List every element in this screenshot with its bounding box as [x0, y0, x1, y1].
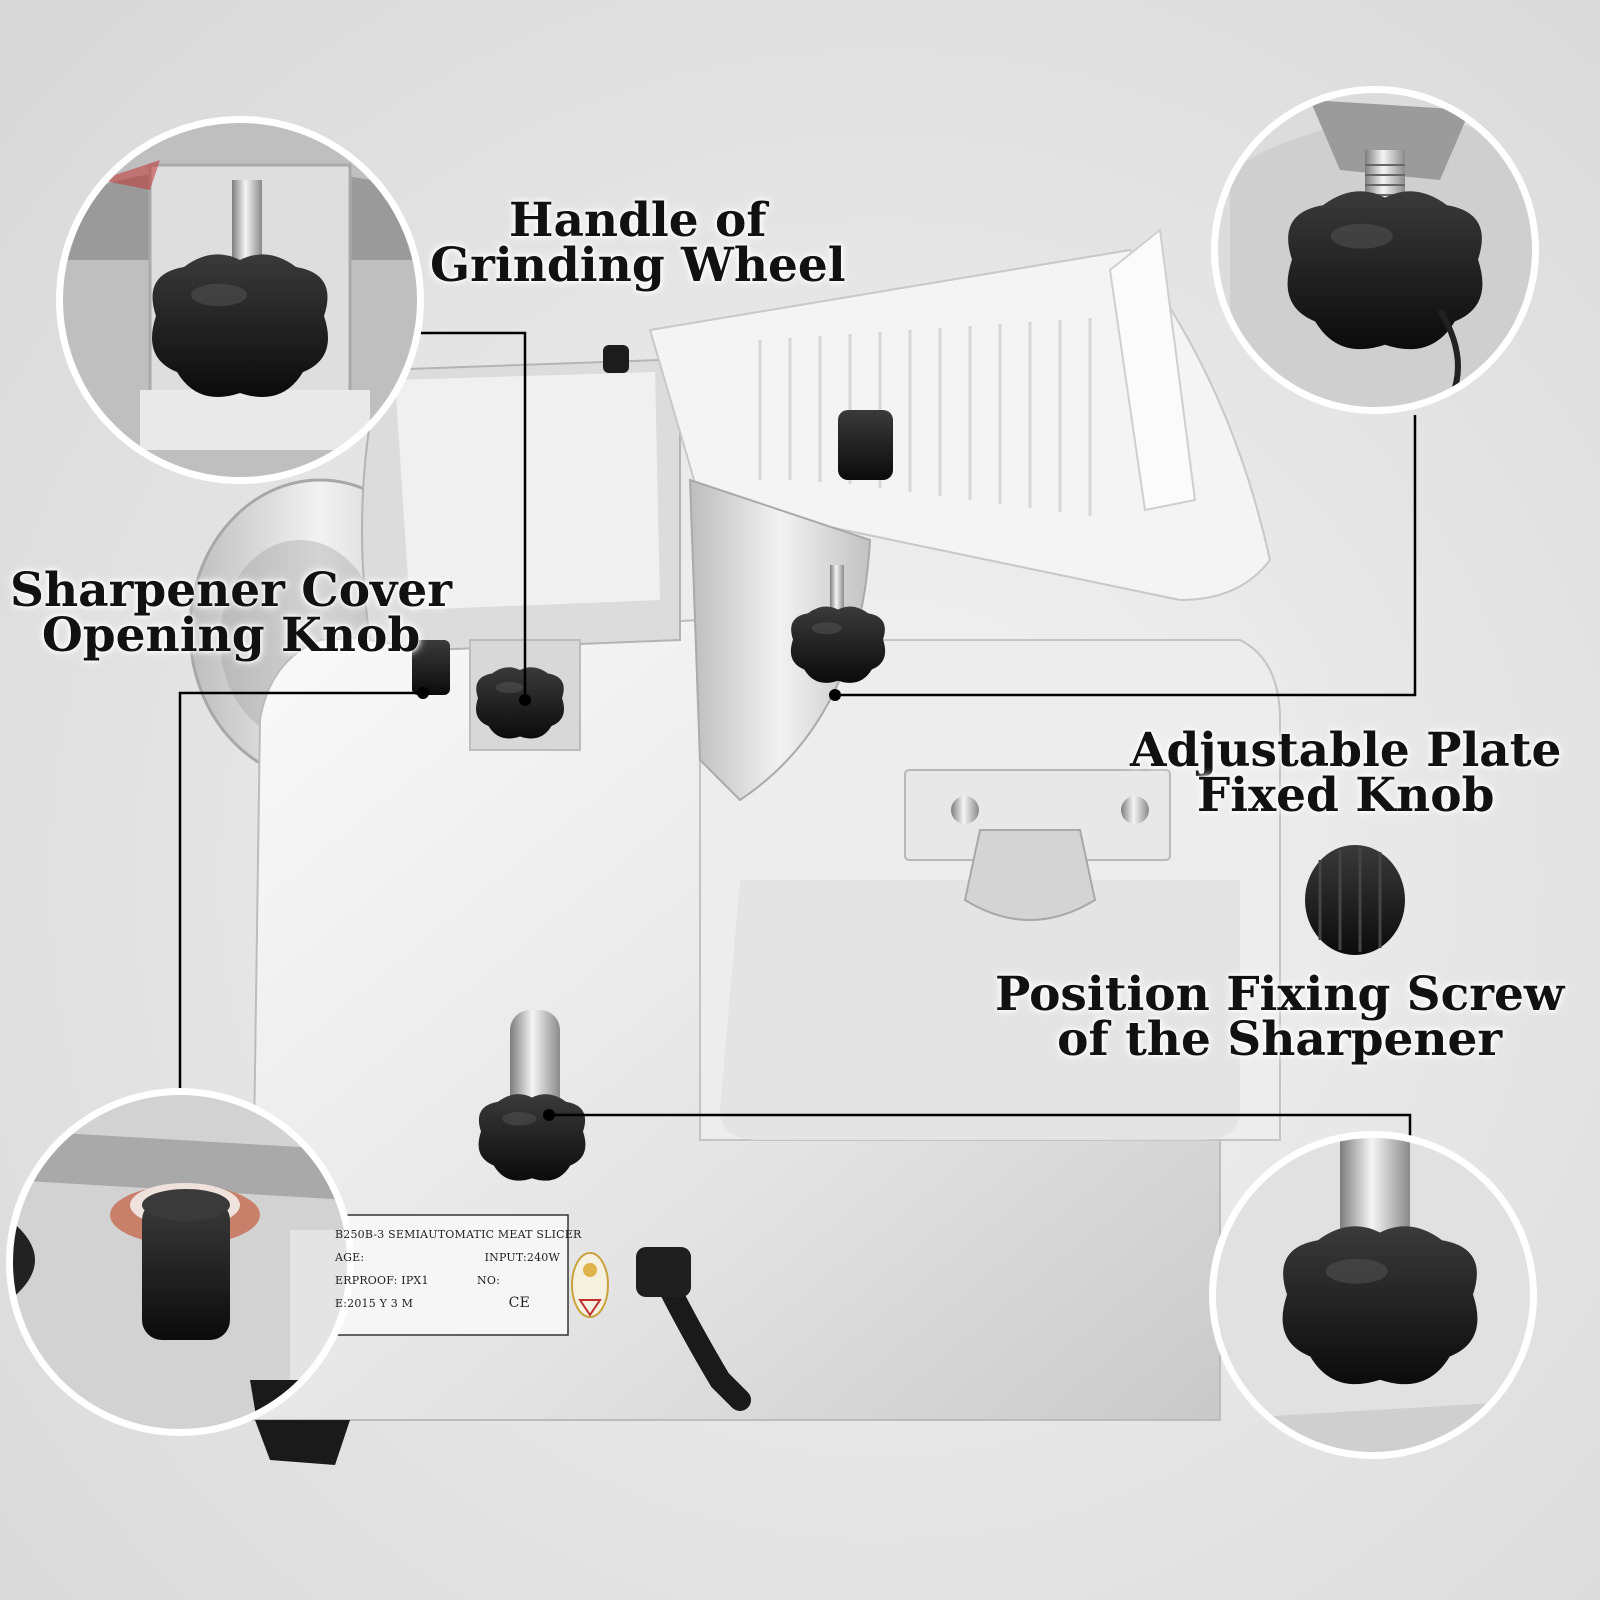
zoom-circle-adjustable-plate-knob	[1211, 86, 1539, 414]
label-model: B250B-3 SEMIAUTOMATIC MEAT SLICER	[335, 1228, 582, 1241]
callout-line: Handle of	[509, 193, 767, 248]
zoom-circle-grinding-wheel-handle	[56, 116, 424, 484]
ce-mark: CE	[508, 1295, 530, 1311]
zoom-circle-sharpener-cover-knob	[6, 1088, 354, 1436]
callout-line: Adjustable Plate	[1130, 723, 1562, 778]
leader-dots	[417, 687, 841, 1121]
callout-line: Opening Knob	[41, 608, 421, 663]
slicer-body	[188, 228, 1405, 1465]
rating-label: B250B-3 SEMIAUTOMATIC MEAT SLICER AGE: IN…	[335, 1223, 581, 1315]
callout-line: Position Fixing Screw	[995, 967, 1565, 1022]
zoom-circle-position-fixing-screw	[1209, 1131, 1537, 1459]
label-waterproof: ERPROOF: IPX1	[335, 1274, 429, 1287]
label-no: NO:	[477, 1274, 500, 1287]
callout-sharpener-cover-opening-knob: Sharpener Cover Opening Knob	[10, 563, 453, 663]
callout-line: of the Sharpener	[1057, 1012, 1503, 1067]
callout-line: Sharpener Cover	[10, 563, 453, 618]
callout-position-fixing-screw: Position Fixing Screw of the Sharpener	[995, 967, 1565, 1067]
leader-lines	[178, 331, 1417, 1145]
callout-adjustable-plate-fixed-knob: Adjustable Plate Fixed Knob	[1130, 723, 1562, 823]
callout-line: Fixed Knob	[1196, 768, 1495, 823]
label-input: INPUT:240W	[484, 1251, 560, 1264]
callout-line: Grinding Wheel	[430, 238, 846, 293]
label-age: AGE:	[335, 1251, 365, 1264]
label-date: E:2015 Y 3 M	[335, 1297, 414, 1310]
callout-handle-of-grinding-wheel: Handle of Grinding Wheel	[430, 193, 846, 293]
